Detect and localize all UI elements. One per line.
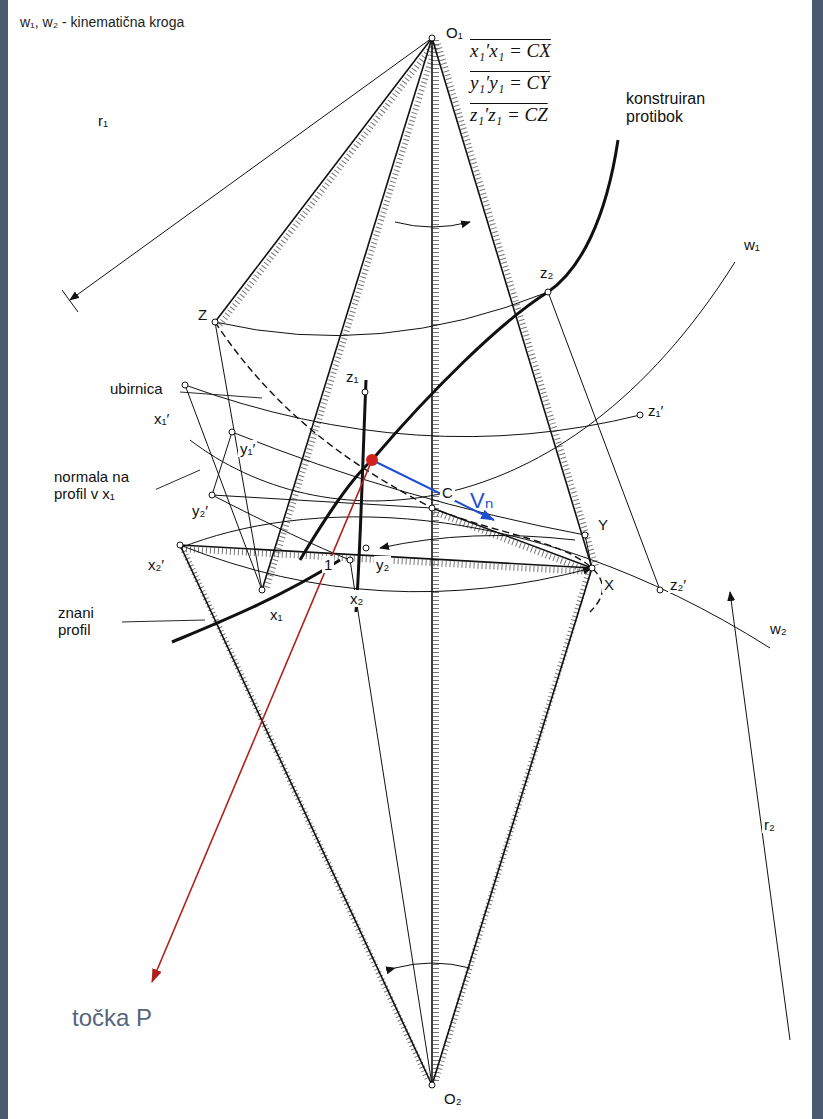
label: 1 [322, 556, 334, 573]
label: z₂′ [668, 576, 688, 593]
label: z₂ [538, 264, 555, 281]
label: x₁ [268, 606, 285, 623]
label: C [440, 484, 455, 501]
label: znani profil [56, 604, 122, 639]
label: ubirnica [108, 380, 165, 397]
label: r₂ [762, 816, 777, 833]
label: z₁′ [646, 402, 665, 419]
label: x₂′ [146, 556, 166, 573]
label: z₁′z₁ = CZ [468, 104, 550, 126]
label: y₂ [374, 556, 391, 573]
label: Z [196, 306, 209, 323]
label: y₁′y₁ = CY [468, 72, 552, 94]
label: w₁, w₂ - kinematična kroga [18, 14, 186, 30]
label: w₁ [742, 236, 762, 253]
label: O₁ [444, 24, 465, 41]
label: y₁′ [238, 440, 257, 457]
label: x₂ [348, 590, 365, 607]
label: Vₙ [468, 488, 495, 513]
label: točka P [70, 1004, 154, 1032]
label: normala na profil v x₁ [52, 468, 156, 503]
label: w₂ [768, 620, 789, 637]
label: z₁ [344, 368, 361, 385]
label: y₂′ [190, 502, 210, 519]
label: konstruiran protibok [624, 90, 740, 127]
label: r₁ [96, 112, 110, 129]
label: X [602, 576, 616, 593]
label: O₂ [442, 1090, 464, 1107]
label: x₁′ [152, 410, 171, 427]
label: Y [596, 516, 610, 533]
label: x₁′x₁ = CX [468, 40, 553, 62]
